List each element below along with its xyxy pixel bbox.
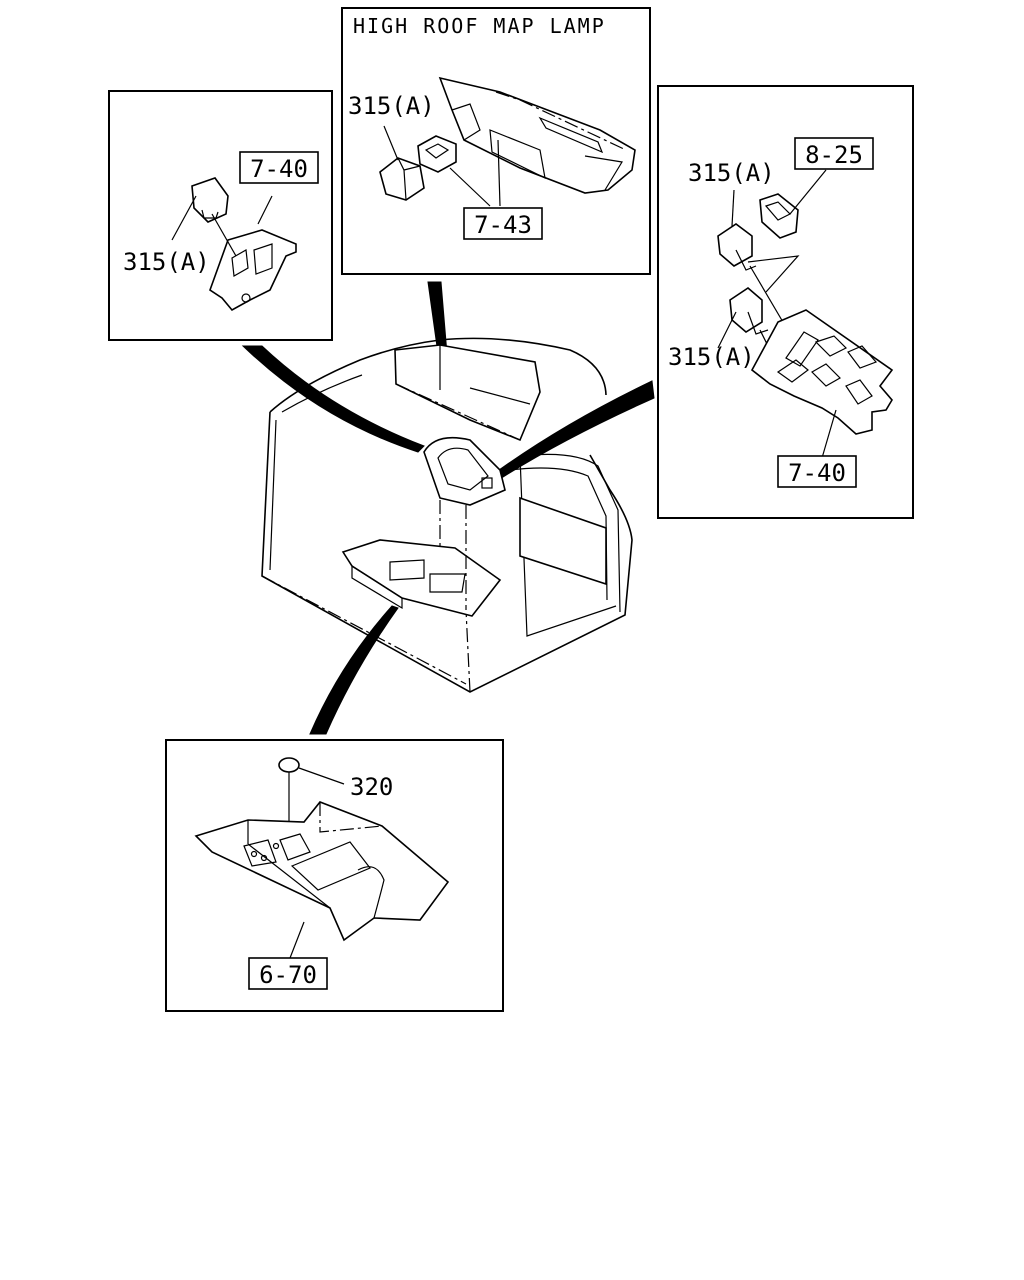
ref-box-7-40-left [239, 151, 319, 184]
leader-wedge-bottom [309, 605, 399, 735]
panel-bottom: 320 6-70 [165, 739, 504, 1012]
leader-wedge-top-left [241, 345, 425, 453]
panel-top-left: 7-40 315(A) [108, 90, 333, 341]
ref-box-7-43 [463, 207, 543, 240]
part-label-315a-left: 315(A) [123, 248, 210, 276]
relay-315a-right-upper [717, 223, 753, 267]
map-lamp-housing [438, 76, 636, 194]
ref-label-7-40-left: 7-40 [250, 155, 308, 183]
ref-label-7-43: 7-43 [474, 211, 532, 239]
vehicle-body [261, 337, 633, 693]
relay-315a-left [191, 177, 229, 223]
panel-right: 8-25 315(A) 315(A) 7-40 [657, 85, 914, 519]
ref-label-8-25: 8-25 [805, 141, 863, 169]
part-label-315a-right-upper: 315(A) [688, 159, 775, 187]
grommet-320 [278, 757, 300, 773]
part-label-315a-center: 315(A) [348, 92, 435, 120]
floor-console-6-70 [194, 801, 450, 942]
panel-top-center: HIGH ROOF MAP LAMP 7-43 315(A) [341, 7, 651, 275]
bracket-7-40-left [209, 229, 297, 312]
part-label-315a-right-lower: 315(A) [668, 343, 755, 371]
ref-label-6-70: 6-70 [259, 961, 317, 989]
panel-title-high-roof-map-lamp: HIGH ROOF MAP LAMP [353, 14, 606, 38]
ref-box-7-40-right [777, 455, 857, 488]
ref-box-6-70 [248, 957, 328, 990]
part-label-320: 320 [350, 773, 393, 801]
socket-7-43 [417, 135, 457, 173]
ref-label-7-40-right: 7-40 [788, 459, 846, 487]
ref-box-8-25 [794, 137, 874, 170]
